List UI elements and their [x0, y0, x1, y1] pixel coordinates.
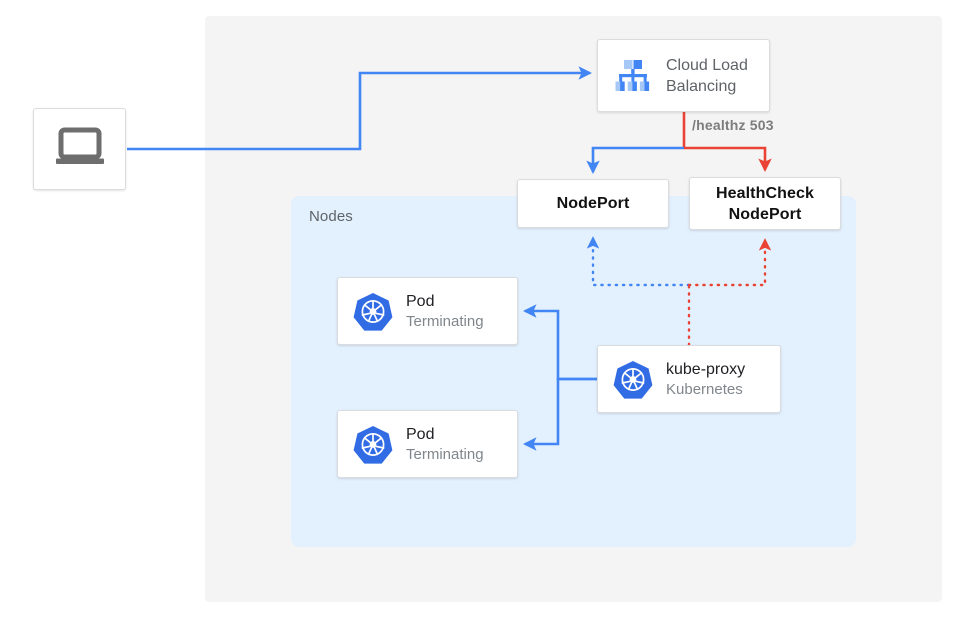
- cloud-load-balancing-title-line2: Balancing: [666, 77, 737, 95]
- nodeport-label: NodePort: [556, 195, 630, 212]
- edge-client-to-load-balancer: [127, 66, 593, 151]
- pod-status: Terminating: [406, 445, 484, 463]
- pod-title: Pod: [406, 292, 435, 310]
- healthcheck-nodeport-node[interactable]: HealthCheck NodePort: [689, 177, 841, 230]
- edge-kubeproxy-to-pod2: [522, 377, 597, 451]
- healthz-edge-label: /healthz 503: [692, 117, 774, 133]
- healthcheck-nodeport-label-line1: HealthCheck: [715, 184, 815, 202]
- kube-proxy-title: kube-proxy: [666, 360, 746, 378]
- edge-kubeproxy-to-healthcheck-nodeport: [687, 238, 772, 287]
- laptop-icon: [54, 127, 106, 172]
- nodes-region-label: Nodes: [309, 208, 353, 225]
- pod-title: Pod: [406, 425, 435, 443]
- cloud-load-balancing-node[interactable]: Cloud Load Balancing: [597, 39, 770, 112]
- edge-kubeproxy-to-nodeport: [586, 236, 691, 287]
- pod-node-2[interactable]: Pod Terminating: [337, 410, 518, 478]
- cloud-load-balancing-title-line1: Cloud Load: [666, 56, 748, 74]
- kubernetes-icon: [612, 358, 654, 400]
- healthcheck-nodeport-label-line2: NodePort: [728, 205, 802, 223]
- edge-load-balancer-to-nodeport: [586, 146, 684, 175]
- edge-load-balancer-to-healthcheck-nodeport: [684, 146, 772, 173]
- cloud-load-balancing-icon: [612, 55, 654, 97]
- pod-node-1[interactable]: Pod Terminating: [337, 277, 518, 345]
- client-node[interactable]: [33, 108, 126, 190]
- pod-status: Terminating: [406, 312, 484, 330]
- edge-kubeproxy-to-pod1: [522, 304, 597, 381]
- kubernetes-icon: [352, 290, 394, 332]
- kubernetes-icon: [352, 423, 394, 465]
- nodeport-node[interactable]: NodePort: [517, 179, 669, 228]
- kube-proxy-subtitle: Kubernetes: [666, 380, 743, 398]
- kube-proxy-node[interactable]: kube-proxy Kubernetes: [597, 345, 781, 413]
